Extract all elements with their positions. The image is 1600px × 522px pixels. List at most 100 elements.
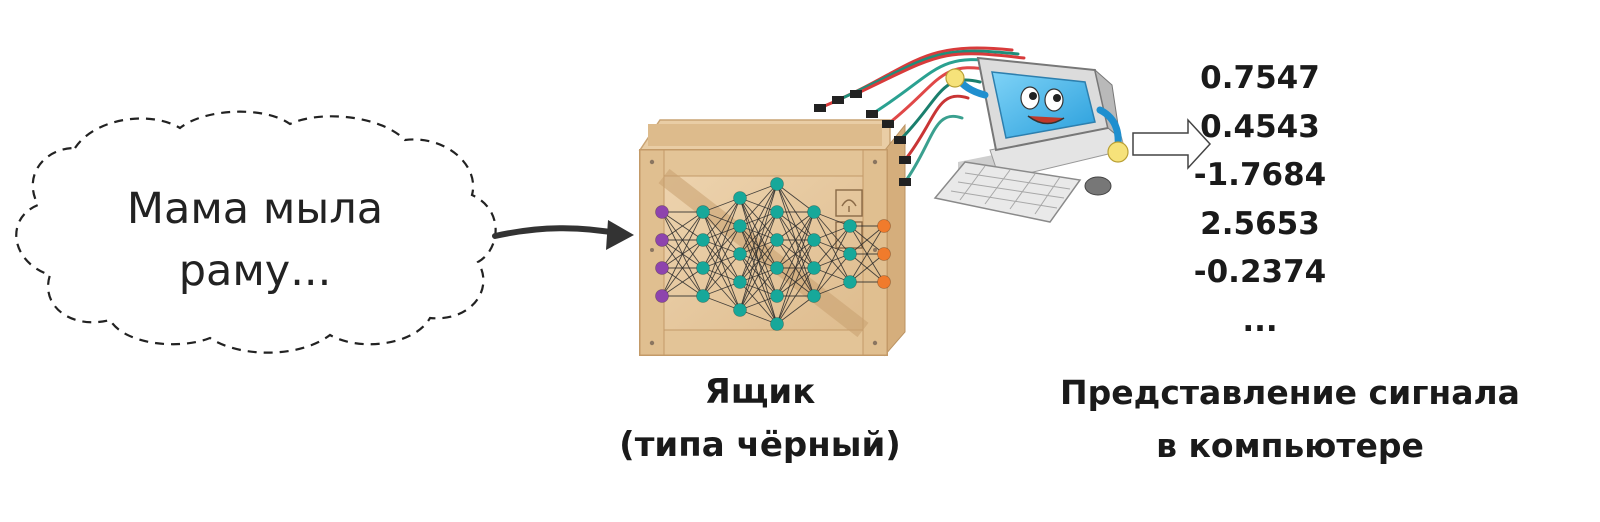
- nn-edge: [702, 197, 741, 241]
- hidden-neuron: [807, 205, 821, 219]
- hidden-neuron: [807, 289, 821, 303]
- wire-plug: [894, 136, 906, 144]
- nn-edge: [739, 295, 778, 311]
- hidden-neuron: [843, 275, 857, 289]
- nn-edge: [813, 225, 851, 297]
- hidden-neuron: [770, 289, 784, 303]
- hidden-neuron: [696, 205, 710, 219]
- nn-edge: [702, 295, 741, 311]
- nn-edge: [739, 183, 778, 255]
- representation-caption: Представление сигнала в компьютере: [1020, 366, 1560, 472]
- hollow-arrow-icon: [1132, 118, 1212, 170]
- hidden-neuron: [733, 303, 747, 317]
- nn-edge: [739, 309, 778, 325]
- representation-caption-line-1: Представление сигнала: [1060, 373, 1520, 412]
- nn-edge: [776, 239, 815, 325]
- nn-edge: [776, 183, 815, 213]
- hidden-neuron: [733, 219, 747, 233]
- hidden-neuron: [807, 261, 821, 275]
- output-neuron: [877, 247, 891, 261]
- wire: [898, 78, 982, 142]
- hidden-neuron: [770, 233, 784, 247]
- nn-edge: [739, 211, 778, 311]
- wire: [903, 114, 964, 184]
- cartoon-computer-icon: [933, 56, 1129, 223]
- signal-values: 0.7547 0.4543 -1.7684 2.5653 -0.2374 ...: [1170, 54, 1350, 345]
- wire-plug: [814, 104, 826, 112]
- wire-plug: [899, 156, 911, 164]
- wire: [886, 66, 992, 126]
- nn-edge: [776, 211, 815, 325]
- nn-edge: [849, 253, 885, 283]
- nn-edge: [849, 225, 885, 255]
- hidden-neuron: [696, 289, 710, 303]
- value-item: 2.5653: [1200, 205, 1320, 242]
- hidden-neuron: [733, 191, 747, 205]
- wire-plug: [899, 178, 911, 186]
- input-neuron: [655, 205, 669, 219]
- wire-plug: [866, 110, 878, 118]
- hidden-neuron: [770, 177, 784, 191]
- output-neuron: [877, 275, 891, 289]
- input-neuron: [655, 289, 669, 303]
- nn-edge: [702, 225, 741, 297]
- box-caption-line-2: (типа чёрный): [619, 425, 901, 465]
- nn-edge: [661, 267, 704, 297]
- hidden-neuron: [770, 261, 784, 275]
- nn-edge: [702, 197, 741, 269]
- value-ellipsis: ...: [1242, 302, 1278, 339]
- wires-bundle: [814, 46, 1026, 186]
- output-neuron: [877, 219, 891, 233]
- nn-edge: [849, 225, 885, 283]
- nn-edge: [776, 295, 815, 325]
- hidden-neuron: [733, 275, 747, 289]
- wire: [903, 94, 970, 162]
- nn-edge: [702, 197, 741, 213]
- wire-plug: [850, 90, 862, 98]
- cloud-text: Мама мыла раму...: [95, 178, 415, 302]
- nn-edge: [739, 183, 778, 199]
- nn-edge: [813, 253, 851, 297]
- nn-edge: [661, 211, 704, 297]
- input-neuron: [655, 233, 669, 247]
- nn-edge: [702, 197, 741, 297]
- hidden-neuron: [696, 233, 710, 247]
- box-caption: Ящик (типа чёрный): [580, 366, 940, 472]
- value-item: 0.4543: [1200, 108, 1320, 145]
- nn-edge: [661, 239, 704, 297]
- wire-plug: [882, 120, 894, 128]
- hidden-neuron: [843, 247, 857, 261]
- nn-edge: [776, 211, 815, 297]
- value-item: 0.7547: [1200, 60, 1320, 96]
- wire-plug: [832, 96, 844, 104]
- nn-edge: [739, 267, 778, 311]
- nn-edge: [776, 211, 815, 269]
- wire: [854, 52, 1026, 96]
- nn-edge: [739, 183, 778, 311]
- nn-edge: [661, 211, 704, 269]
- representation-caption-line-2: в компьютере: [1156, 426, 1424, 465]
- cloud-line-2: раму...: [178, 246, 332, 296]
- nn-edge: [813, 225, 851, 269]
- hidden-neuron: [843, 219, 857, 233]
- nn-edge: [702, 253, 741, 297]
- box-caption-line-1: Ящик: [704, 372, 816, 412]
- hidden-neuron: [807, 233, 821, 247]
- nn-edge: [739, 183, 778, 283]
- cloud-line-1: Мама мыла: [126, 184, 384, 234]
- input-neuron: [655, 261, 669, 275]
- hidden-neuron: [733, 247, 747, 261]
- wire: [836, 49, 1020, 102]
- dashed-cloud-icon: [15, 110, 497, 354]
- hidden-neuron: [696, 261, 710, 275]
- hidden-neuron: [770, 205, 784, 219]
- value-item: -1.7684: [1193, 157, 1327, 193]
- nn-edge: [739, 239, 778, 311]
- hidden-neuron: [770, 317, 784, 331]
- neural-network-icon: [655, 177, 891, 331]
- nn-edge: [702, 281, 741, 297]
- nn-edge: [776, 211, 815, 241]
- nn-edge: [661, 211, 704, 241]
- nn-edge: [776, 267, 815, 325]
